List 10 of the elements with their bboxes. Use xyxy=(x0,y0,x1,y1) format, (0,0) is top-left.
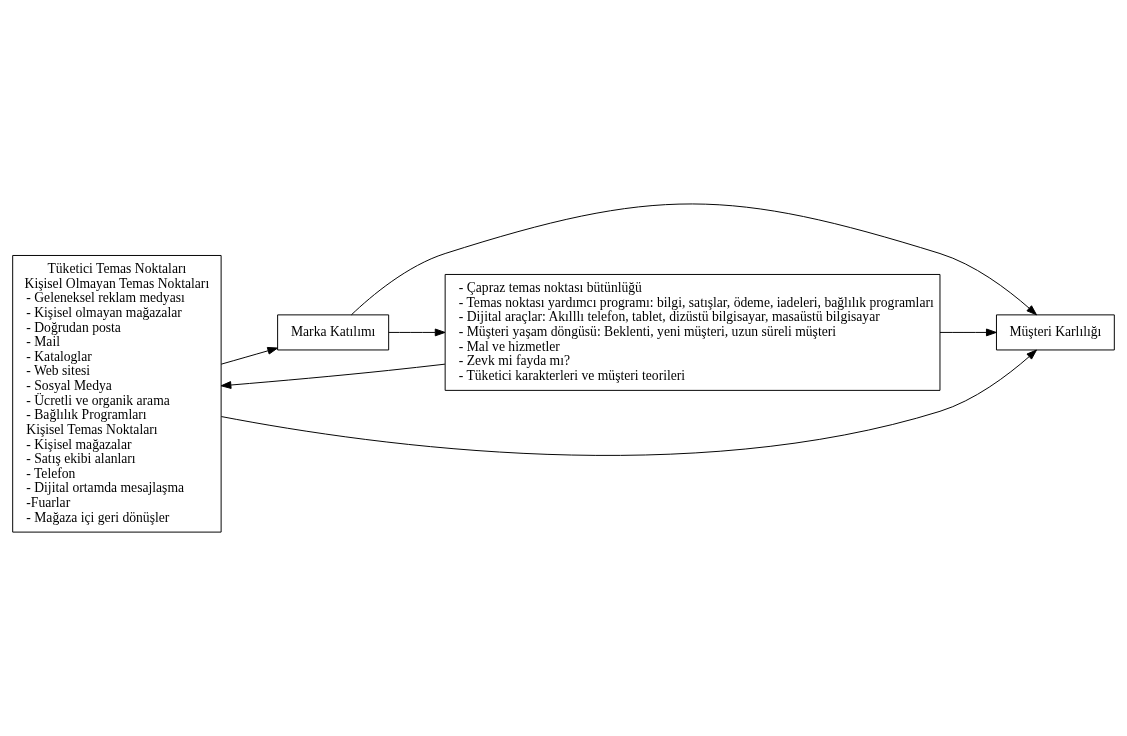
node-box: Müşteri Karlılığı xyxy=(996,314,1115,351)
arrow xyxy=(939,328,997,337)
arrow xyxy=(220,346,279,365)
arrow xyxy=(388,328,446,337)
node-box: Tüketici Temas Noktaları Kişisel Olmayan Temas Noktaları - Geleneksel reklam medyası - Kişisel olmayan mağazalar - Doğrudan posta - Mail - Kataloglar - Web sitesi - Sosyal Medya - Ücretli ve organik arama - Bağlılık Programları Kişisel Temas Noktaları - Kişisel mağazalar - Satış ekibi alanları - Telefon - Dijital ortamda mesajlaşma -Fuarlar - Mağaza içi geri dönüşler xyxy=(12,255,222,533)
node-box: - Çapraz temas noktası bütünlüğü - Temas noktası yardımcı programı: bilgi, satışlar, ödeme, iadeleri, bağlılık programları - Dijital araçlar: Akılllı telefon, tablet, dizüstü bilgisayar, masaüstü bilgisayar - Müşteri yaşam döngüsü: Beklenti, yeni müşteri, uzun süreli müşteri - Mal ve hizmetler - Zevk mi fayda mı? - Tüketici karakterleri ve müşteri teorileri xyxy=(444,274,941,391)
arrow xyxy=(350,203,1037,316)
node-box: Marka Katılımı xyxy=(277,314,390,351)
arrow xyxy=(220,349,1037,456)
arrow xyxy=(220,363,446,389)
